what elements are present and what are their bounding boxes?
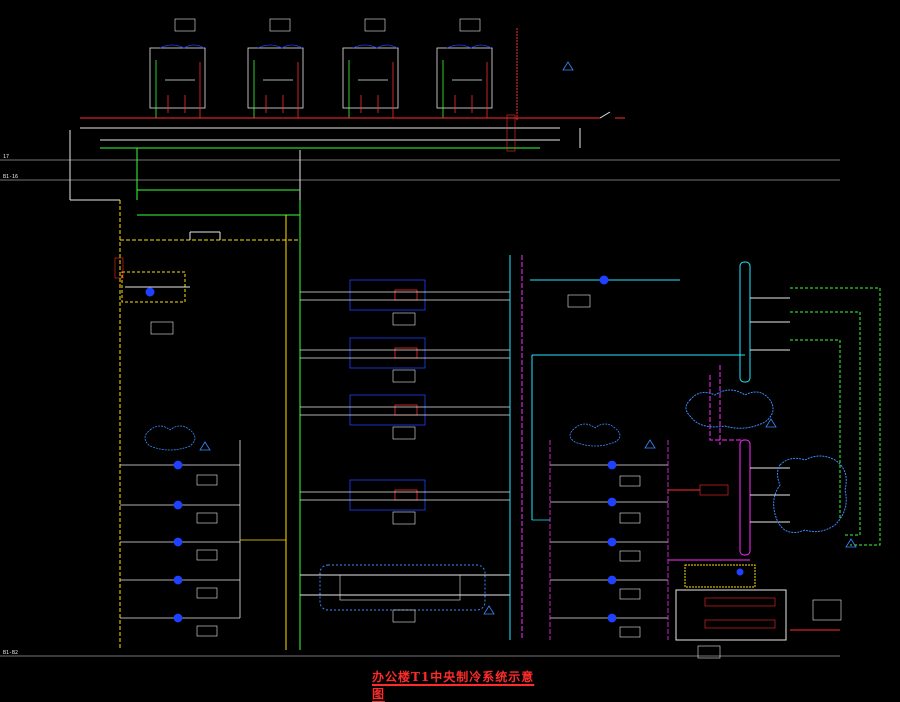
chiller-group [300, 279, 510, 511]
drawing-title: 办公楼T1中央制冷系统示意图 [372, 670, 535, 701]
pipe-network [0, 28, 881, 657]
left-pump-array [120, 425, 286, 623]
floor-label-roof: 17 [3, 154, 10, 160]
right-pump-array [532, 423, 669, 640]
floor-label-basement: B1-B2 [3, 650, 19, 656]
equipment-tags [150, 18, 721, 659]
revision-markers [199, 61, 857, 615]
cooling-tower-group [149, 44, 493, 118]
floor-label-upper: B1-16 [3, 174, 19, 180]
